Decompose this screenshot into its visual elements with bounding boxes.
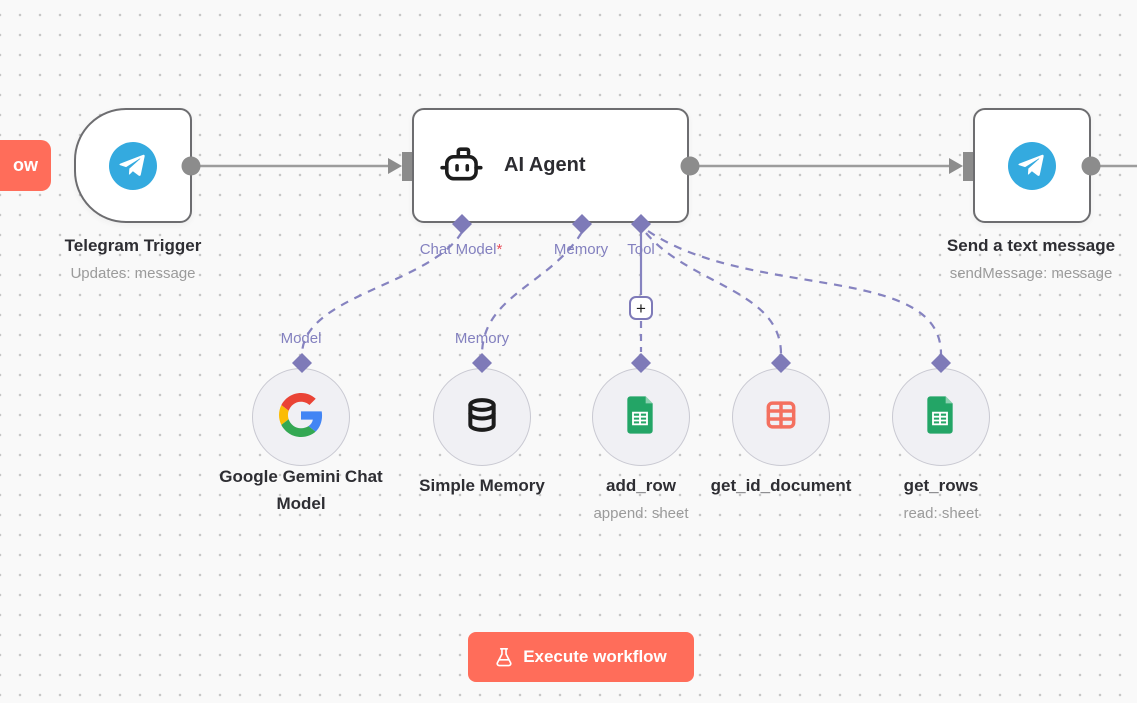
plus-icon: + xyxy=(636,298,646,318)
port-label-model: Model xyxy=(280,330,322,347)
subnode-simple-memory[interactable] xyxy=(433,368,531,466)
input-port-send xyxy=(963,152,973,181)
subnode-google-gemini-chat-model[interactable] xyxy=(252,368,350,466)
flask-icon xyxy=(495,647,513,667)
subnode-title-get-rows: get_rows xyxy=(903,476,979,495)
add-tool-button[interactable]: + xyxy=(629,296,653,320)
telegram-trigger-node[interactable] xyxy=(74,108,192,223)
send-text-message-node[interactable] xyxy=(973,108,1091,223)
port-label-memory: Memory xyxy=(553,241,609,258)
input-port-agent xyxy=(402,152,412,181)
google-sheets-icon xyxy=(624,395,658,440)
robot-icon xyxy=(440,144,486,187)
agent-node-title: AI Agent xyxy=(504,154,586,176)
port-label-chat-model: Chat Model* xyxy=(419,241,503,258)
subnode-title-add-row: add_row xyxy=(606,476,676,495)
subnode-add-row[interactable] xyxy=(592,368,690,466)
required-marker: * xyxy=(496,241,503,258)
trigger-node-subtitle: Updates: message xyxy=(70,265,196,282)
subnode-subtitle-add-row: append: sheet xyxy=(593,505,689,522)
subnode-title-get-id-document: get_id_document xyxy=(710,476,852,495)
connection-tool-to-getiddocument[interactable] xyxy=(645,232,783,355)
table-grid-icon xyxy=(762,396,800,439)
google-sheets-icon xyxy=(924,395,958,440)
partial-workflow-button-label: ow xyxy=(13,155,38,175)
arrowhead-icon xyxy=(949,158,963,174)
send-node-title: Send a text message xyxy=(946,236,1116,255)
execute-workflow-label: Execute workflow xyxy=(523,647,667,666)
telegram-icon xyxy=(1008,141,1056,190)
subnode-title-simple-memory: Simple Memory xyxy=(419,476,545,495)
trigger-node-title: Telegram Trigger xyxy=(64,236,202,255)
subnode-get-id-document[interactable] xyxy=(732,368,830,466)
database-icon xyxy=(462,395,502,440)
send-node-subtitle: sendMessage: message xyxy=(949,265,1113,282)
ai-agent-node[interactable]: AI Agent xyxy=(412,108,689,223)
execute-workflow-button[interactable]: Execute workflow xyxy=(468,632,694,682)
arrowhead-icon xyxy=(388,158,402,174)
subnode-get-rows[interactable] xyxy=(892,368,990,466)
subnode-subtitle-get-rows: read: sheet xyxy=(903,505,979,522)
port-label-tool: Tool xyxy=(627,241,655,258)
telegram-icon xyxy=(109,141,157,190)
port-label-memory-sub: Memory xyxy=(454,330,510,347)
partial-workflow-button[interactable]: ow xyxy=(0,140,51,191)
google-icon xyxy=(279,392,323,442)
connection-tool-to-getrows[interactable] xyxy=(647,230,943,355)
subnode-title-google-gemini: Google Gemini Chat Model xyxy=(219,467,383,513)
